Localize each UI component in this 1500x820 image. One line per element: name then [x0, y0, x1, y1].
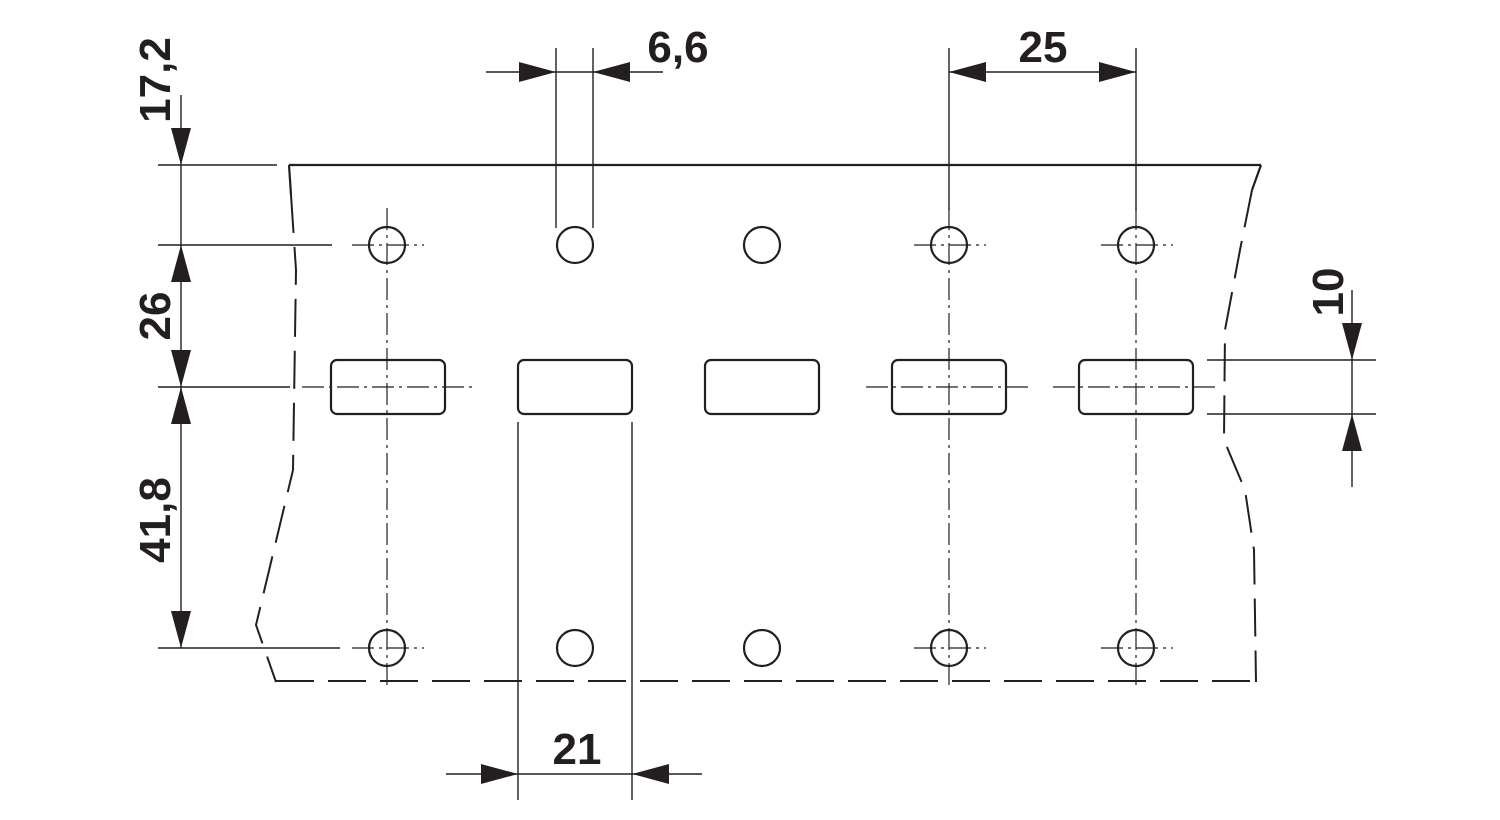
slot [516, 358, 634, 416]
slot [703, 358, 821, 416]
hole [742, 225, 782, 265]
holes-bottom-row [367, 628, 1156, 668]
hole [555, 225, 595, 265]
dim-slot-width: 21 [553, 725, 602, 774]
dim-pitch-lines [948, 48, 1137, 210]
holes-top-row [367, 225, 1156, 265]
dim-top-offset: 17,2 [131, 37, 180, 123]
dim-slot-to-hole: 41,8 [131, 477, 180, 563]
dim-hole-spacing: 6,6 [647, 23, 708, 72]
dim-slot-width-lines [446, 422, 702, 800]
plate-outline [254, 163, 1263, 683]
dim-pitch: 25 [1019, 23, 1068, 72]
left-dimension-chain [158, 95, 340, 649]
dim-slot-height: 10 [1304, 268, 1353, 317]
center-lines [302, 208, 1219, 685]
dim-hole-spacing-lines [486, 48, 663, 228]
dim-slot-height-lines [1207, 290, 1376, 487]
hole [742, 628, 782, 668]
hole [555, 628, 595, 668]
dim-hole-to-slot: 26 [131, 292, 180, 341]
